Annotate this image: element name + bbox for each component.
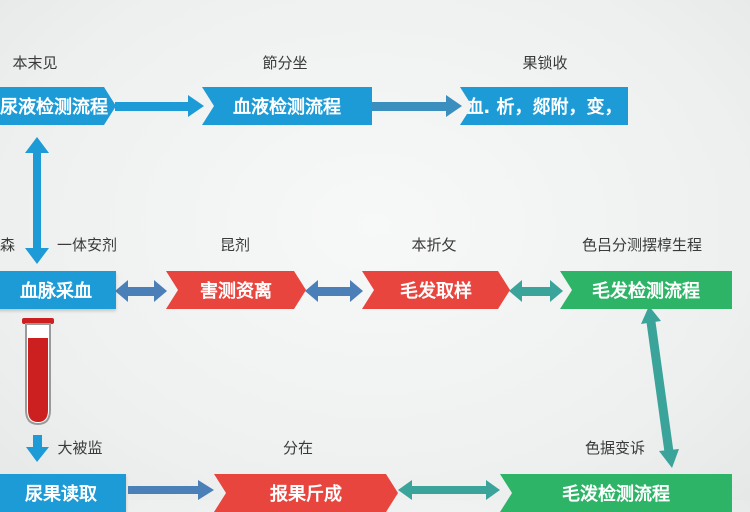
- box-results-analysis: 血. 析，郯附，变，: [460, 87, 628, 125]
- box-hair-test-2: 毛泼检测流程: [500, 474, 732, 512]
- arrow-hair-to-hairtest: [509, 280, 563, 302]
- label-r3-2: 分在: [282, 439, 314, 457]
- arrow-down-small: [26, 435, 49, 462]
- test-tube-icon: [22, 318, 54, 426]
- label-r2-4: 色吕分测摆椁生程: [581, 236, 703, 254]
- arrow-urine-to-blood: [115, 95, 204, 117]
- arrow-row3-left: [128, 480, 214, 500]
- connector-arrows: [25, 95, 679, 500]
- arrow-separation-hair: [305, 280, 363, 302]
- arrow-blood-to-results: [372, 95, 462, 117]
- arrow-venous-separation: [115, 280, 167, 302]
- arrow-diagonal-right: [641, 306, 679, 468]
- label-r3-1: 大被监: [57, 439, 103, 457]
- label-r1-1: 本末见: [12, 54, 58, 72]
- box-urine-test: 尿液检测流程: [0, 87, 116, 125]
- box-blood-test: 血液检测流程: [202, 87, 372, 125]
- label-r2-edge: 森: [0, 236, 16, 254]
- box-venous-blood: 血脉采血: [0, 271, 116, 309]
- box-report-generation: 报果斤成: [214, 474, 398, 512]
- box-result-reading: 尿果读取: [0, 474, 126, 512]
- box-hair-test: 毛发检测流程: [560, 271, 732, 309]
- label-r1-3: 果锁收: [522, 54, 568, 72]
- arrow-vertical-left: [25, 137, 49, 264]
- label-r2-2: 昆剂: [219, 236, 251, 254]
- arrow-row3-right: [398, 480, 500, 500]
- label-r1-2: 節分坐: [262, 54, 308, 72]
- label-r3-3: 色据变诉: [584, 439, 646, 457]
- label-r2-3: 本折攵: [411, 236, 457, 254]
- box-hair-sampling: 毛发取样: [362, 271, 510, 309]
- box-separation: 害测资离: [166, 271, 306, 309]
- label-r2-1: 一体安剂: [56, 236, 118, 254]
